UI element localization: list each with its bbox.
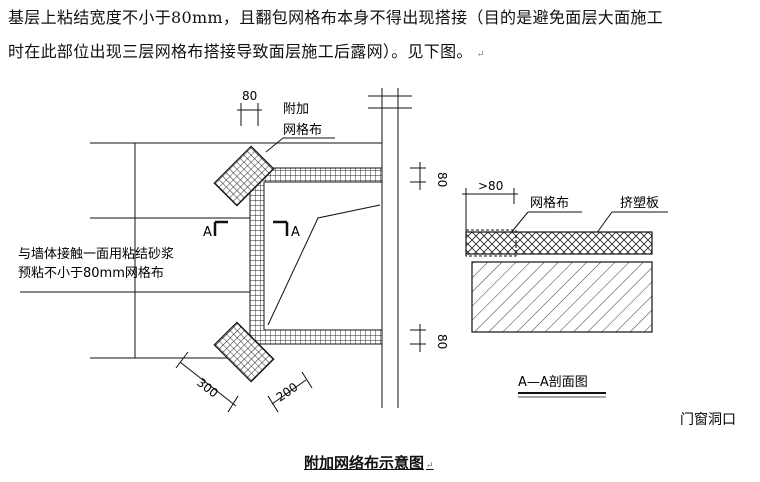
label-fujia: 附加 xyxy=(283,102,309,117)
paragraph-line-1: 基层上粘结宽度不小于80mm，且翻包网格布本身不得出现搭接（目的是避免面层大面施… xyxy=(8,8,664,27)
label-leader xyxy=(265,137,284,153)
board-label-leader xyxy=(595,211,613,235)
section-wall-hatch xyxy=(471,261,653,333)
dimension-80-top xyxy=(237,103,262,126)
section-mesh-edge xyxy=(465,229,517,257)
section-mesh-board-layer xyxy=(465,231,653,255)
dimension-80-right-top xyxy=(410,162,426,190)
section-bracket-right xyxy=(273,220,289,236)
dimension-300 xyxy=(175,351,239,413)
window-opening-mesh xyxy=(249,167,383,345)
mesh-label-leader xyxy=(509,211,529,235)
dimension-200 xyxy=(267,371,313,413)
dim-80-top-label: 80 xyxy=(242,89,257,103)
diagonal-mesh-bottom xyxy=(213,321,275,383)
section-label-mesh: 网格布 xyxy=(530,195,569,211)
section-mark-a-left: A xyxy=(203,225,212,240)
section-mark-a-right: A xyxy=(291,225,300,240)
section-bracket-left xyxy=(213,220,228,236)
figure-caption: 附加网络布示意图↵ xyxy=(304,454,434,472)
opening-label: 门窗洞口 xyxy=(680,411,736,428)
paragraph-line-2: 时在此部位出现三层网格布搭接导致面层施工后露网）。见下图。↵ xyxy=(8,42,485,61)
label-wanggebu: 网格布 xyxy=(283,122,322,138)
dim-80-right-bottom-label: 80 xyxy=(435,334,449,349)
diagonal-mesh-top xyxy=(213,145,275,207)
section-dim-label: >80 xyxy=(478,179,503,193)
section-title: A—A剖面图 xyxy=(518,375,588,390)
section-label-board: 挤塑板 xyxy=(620,196,659,211)
dim-80-right-top-label: 80 xyxy=(435,172,449,187)
wall-outline xyxy=(20,88,412,408)
dim-200-label: 200 xyxy=(274,380,301,405)
note-line-2: 预粘不小于80mm网格布 xyxy=(18,265,164,281)
dim-300-label: 300 xyxy=(194,375,221,400)
note-line-1: 与墙体接触一面用粘结砂浆 xyxy=(18,246,174,262)
dimension-80-right-bottom xyxy=(410,324,426,352)
section-dimension xyxy=(462,188,518,232)
